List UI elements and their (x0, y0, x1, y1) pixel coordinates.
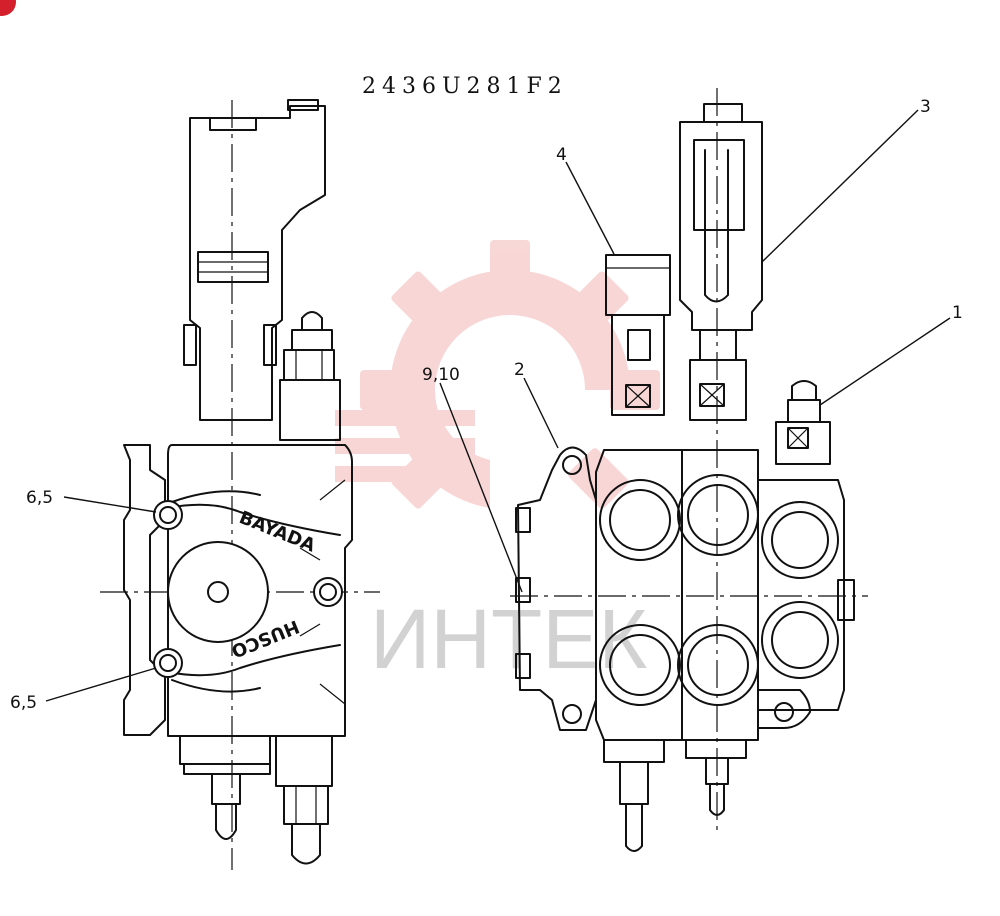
callout-4-label: 4 (556, 145, 567, 165)
callout-1-label: 1 (952, 303, 963, 323)
watermark-text: ИНТЕК (370, 592, 647, 686)
callout-2-label: 2 (514, 360, 525, 380)
bolt-right (313, 577, 343, 607)
drawing-number: 2436U281F2 (362, 74, 568, 99)
embossed-label-upper: BAYADA (236, 507, 318, 556)
callout-6-5-upper-label: 6,5 (26, 488, 53, 508)
callout-4: 4 (556, 145, 615, 255)
callout-6-5-lower-label: 6,5 (10, 693, 37, 713)
callout-1: 1 (819, 303, 963, 406)
callout-9-10-label: 9,10 (422, 365, 460, 385)
callout-6-5-lower: 6,5 (10, 667, 157, 713)
port-section-1-bottom (599, 624, 681, 706)
port-section-2-bottom (677, 624, 759, 706)
bolt-lower-left (153, 648, 183, 678)
callout-6-5-upper: 6,5 (26, 488, 157, 513)
callout-3: 3 (761, 97, 931, 263)
callout-3-label: 3 (920, 97, 931, 117)
port-section-2-top (677, 474, 759, 556)
left-side-view: BAYADA HUSCO (100, 99, 380, 870)
port-section-1-top (599, 479, 681, 561)
right-front-view (510, 88, 868, 852)
watermark-logo: ИНТЕК (335, 240, 660, 686)
bolt-upper-left (153, 500, 183, 530)
port-section-3-bottom (761, 601, 839, 679)
callout-2: 2 (514, 360, 559, 449)
callout-9-10: 9,10 (422, 365, 523, 593)
port-section-3-top (761, 501, 839, 579)
